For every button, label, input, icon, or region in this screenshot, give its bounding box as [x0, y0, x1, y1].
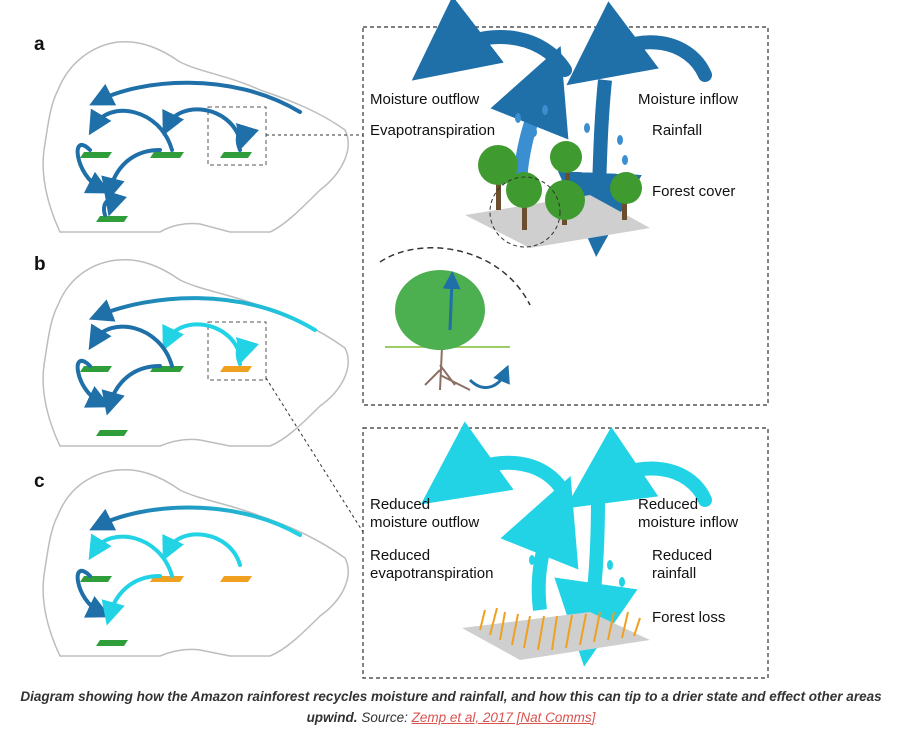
figure-caption: Diagram showing how the Amazon rainfores…	[20, 686, 882, 728]
panel-letter-c: c	[34, 471, 45, 492]
panel-letter-a: a	[34, 34, 45, 55]
zoom-arc	[379, 247, 531, 306]
map-c	[42, 468, 349, 657]
outflow-arrow-bottom	[420, 421, 572, 505]
label-reduced-inflow-1: Reduced	[638, 496, 698, 513]
label-moisture-outflow: Moisture outflow	[370, 91, 479, 108]
outflow-arrow-top	[411, 0, 572, 81]
map-b	[42, 258, 349, 447]
label-reduced-outflow-2: moisture outflow	[370, 514, 479, 531]
forest-patches-a	[80, 152, 252, 222]
label-rainfall: Rainfall	[652, 122, 702, 139]
detail-box-top: Moisture outflow Moisture inflow Evapotr…	[362, 0, 769, 406]
label-moisture-inflow: Moisture inflow	[638, 91, 738, 108]
panel-letter-b: b	[34, 254, 46, 275]
evapotranspiration-arrow-bottom	[500, 476, 579, 611]
ground-platform-top	[465, 195, 650, 248]
south-america-outline-a	[42, 40, 349, 233]
rain-drops-top	[515, 105, 628, 165]
south-america-outline-b	[42, 258, 349, 447]
moisture-arrows-a	[75, 80, 302, 217]
label-reduced-outflow-1: Reduced	[370, 496, 430, 513]
label-reduced-rain-2: rainfall	[652, 565, 696, 582]
south-america-outline-c	[42, 468, 349, 657]
map-a	[42, 40, 349, 233]
ground-platform-bottom	[462, 612, 650, 660]
zoom-box-a	[207, 106, 267, 166]
forest-patches-b	[80, 366, 252, 436]
closeup-tree	[385, 270, 510, 391]
zoom-circle	[489, 176, 561, 248]
forest-trees-top	[478, 141, 642, 230]
moisture-arrows-c	[75, 505, 302, 626]
label-reduced-evap-1: Reduced	[370, 547, 430, 564]
caption-source-label: Source:	[357, 710, 412, 725]
moisture-arrows-b	[75, 296, 317, 416]
label-evapotranspiration: Evapotranspiration	[370, 122, 495, 139]
forest-patches-c	[80, 576, 252, 646]
inflow-arrow-top	[566, 1, 712, 86]
zoom-box-b	[207, 321, 267, 381]
label-forest-loss: Forest loss	[652, 609, 725, 626]
caption-source-link[interactable]: Zemp et al, 2017 [Nat Comms]	[411, 710, 596, 725]
label-reduced-evap-2: evapotranspiration	[370, 565, 493, 582]
rainfall-arrow-top	[557, 79, 642, 257]
detail-box-bottom: Reduced moisture outflow Reduced moistur…	[362, 421, 769, 679]
dry-grass	[479, 607, 641, 651]
rain-drops-bottom	[521, 535, 625, 587]
rainfall-arrow-bottom	[554, 499, 638, 667]
label-reduced-inflow-2: moisture inflow	[638, 514, 738, 531]
label-reduced-rain-1: Reduced	[652, 547, 712, 564]
caption-main: Diagram showing how the Amazon rainfores…	[20, 689, 882, 725]
connector-bottom	[265, 377, 364, 533]
inflow-arrow-bottom	[565, 426, 712, 509]
label-forest-cover: Forest cover	[652, 183, 735, 200]
